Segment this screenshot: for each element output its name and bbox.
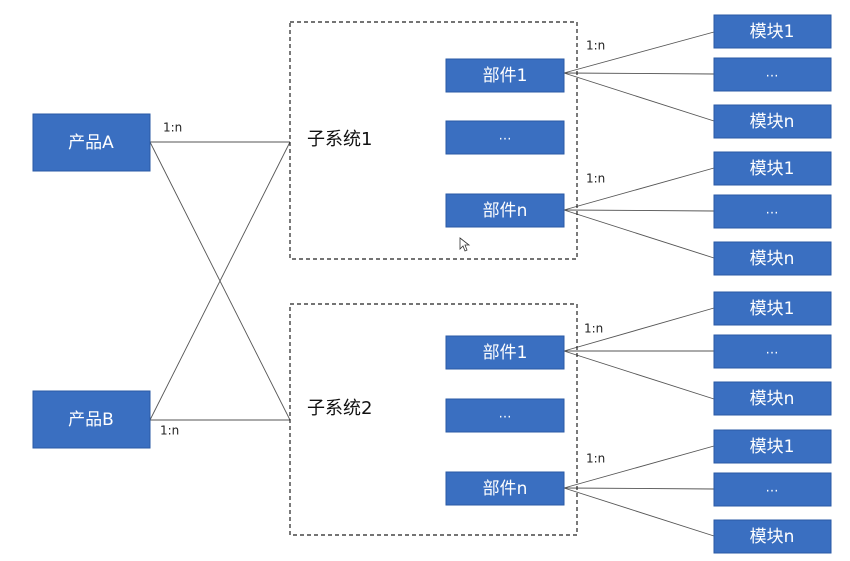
subsystem-2-part-1-label: 部件1 — [483, 343, 528, 363]
subsystem-1-part-n-box — [445, 193, 565, 228]
module-group-1-module-ellipsis-label: … — [766, 66, 779, 81]
connector-s2-partn-modulen — [563, 487, 715, 537]
module-group-1-module-1-label: 模块1 — [750, 22, 795, 42]
subsystem-2-part-ellipsis-box — [445, 398, 565, 433]
connector-s1-partn-module-ellipsis — [563, 209, 715, 212]
subsystem-1-part-n-label: 部件n — [483, 201, 528, 221]
connector-s2-part1-module1 — [563, 307, 715, 352]
relation-label-product-a: 1:n — [163, 121, 182, 135]
subsystem-2-part-n-box — [445, 471, 565, 506]
module-group-2-module-1-box — [713, 151, 832, 186]
part-module-connectors — [563, 31, 715, 537]
subsystem-1-label: 子系统1 — [307, 129, 372, 150]
connector-productB-subsystem1 — [149, 141, 291, 421]
subsystem-2: 子系统2 部件1 … 部件n — [289, 303, 578, 536]
subsystem-2-label: 子系统2 — [307, 398, 372, 419]
product-a: 产品A — [32, 113, 151, 172]
relation-label-s1-part1: 1:n — [586, 39, 605, 53]
product-b: 产品B — [32, 390, 151, 449]
subsystem-2-part-ellipsis-label: … — [499, 407, 512, 422]
product-subsystem-connectors — [149, 141, 291, 421]
subsystem-1-frame — [289, 21, 578, 260]
module-group-3-module-n-label: 模块n — [750, 389, 795, 409]
connector-s1-part1-module1 — [563, 31, 715, 74]
connector-s1-partn-module1 — [563, 167, 715, 211]
relation-label-s1-partn: 1:n — [586, 172, 605, 186]
product-b-box — [32, 390, 151, 449]
module-group-1-module-n-label: 模块n — [750, 112, 795, 132]
relation-label-product-b: 1:n — [160, 424, 179, 438]
module-group-2-module-1-label: 模块1 — [750, 159, 795, 179]
module-group-2-module-ellipsis-label: … — [766, 203, 779, 218]
module-group-3: 模块1 … 模块n — [713, 291, 832, 416]
module-group-3-module-ellipsis-box — [713, 334, 832, 369]
subsystem-1: 子系统1 部件1 … 部件n — [289, 21, 578, 260]
connector-s2-partn-module-ellipsis — [563, 487, 715, 490]
module-group-1-module-1-box — [713, 14, 832, 49]
relation-label-s2-partn: 1:n — [586, 452, 605, 466]
mouse-pointer-icon — [459, 237, 471, 252]
product-a-label: 产品A — [68, 133, 114, 153]
subsystem-2-part-1-box — [445, 335, 565, 370]
module-group-2-module-ellipsis-box — [713, 194, 832, 229]
subsystem-1-part-ellipsis-box — [445, 120, 565, 155]
module-group-4: 模块1 … 模块n — [713, 429, 832, 554]
module-group-3-module-1-box — [713, 291, 832, 326]
module-group-1-module-ellipsis-box — [713, 57, 832, 92]
module-group-3-module-ellipsis-label: … — [766, 343, 779, 358]
module-group-4-module-n-label: 模块n — [750, 527, 795, 547]
product-a-box — [32, 113, 151, 172]
module-group-3-module-n-box — [713, 381, 832, 416]
subsystem-2-part-n-label: 部件n — [483, 479, 528, 499]
connector-s1-partn-modulen — [563, 209, 715, 259]
module-group-2-module-n-box — [713, 241, 832, 276]
connector-s1-part1-module-ellipsis — [563, 72, 715, 75]
subsystem-1-part-1-label: 部件1 — [483, 66, 528, 86]
module-group-2-module-n-label: 模块n — [750, 249, 795, 269]
connector-s2-partn-module1 — [563, 445, 715, 489]
connector-s2-part1-modulen — [563, 350, 715, 400]
connector-s1-part1-modulen — [563, 72, 715, 122]
module-group-2: 模块1 … 模块n — [713, 151, 832, 276]
module-group-4-module-1-label: 模块1 — [750, 437, 795, 457]
module-group-3-module-1-label: 模块1 — [750, 299, 795, 319]
module-group-4-module-1-box — [713, 429, 832, 464]
module-group-1-module-n-box — [713, 104, 832, 139]
subsystem-1-part-1-box — [445, 58, 565, 93]
module-group-1: 模块1 … 模块n — [713, 14, 832, 139]
module-group-4-module-ellipsis-box — [713, 472, 832, 507]
module-group-4-module-ellipsis-label: … — [766, 481, 779, 496]
subsystem-1-part-ellipsis-label: … — [499, 129, 512, 144]
relation-label-s2-part1: 1:n — [584, 322, 603, 336]
subsystem-2-frame — [289, 303, 578, 536]
module-group-4-module-n-box — [713, 519, 832, 554]
product-b-label: 产品B — [68, 410, 114, 430]
